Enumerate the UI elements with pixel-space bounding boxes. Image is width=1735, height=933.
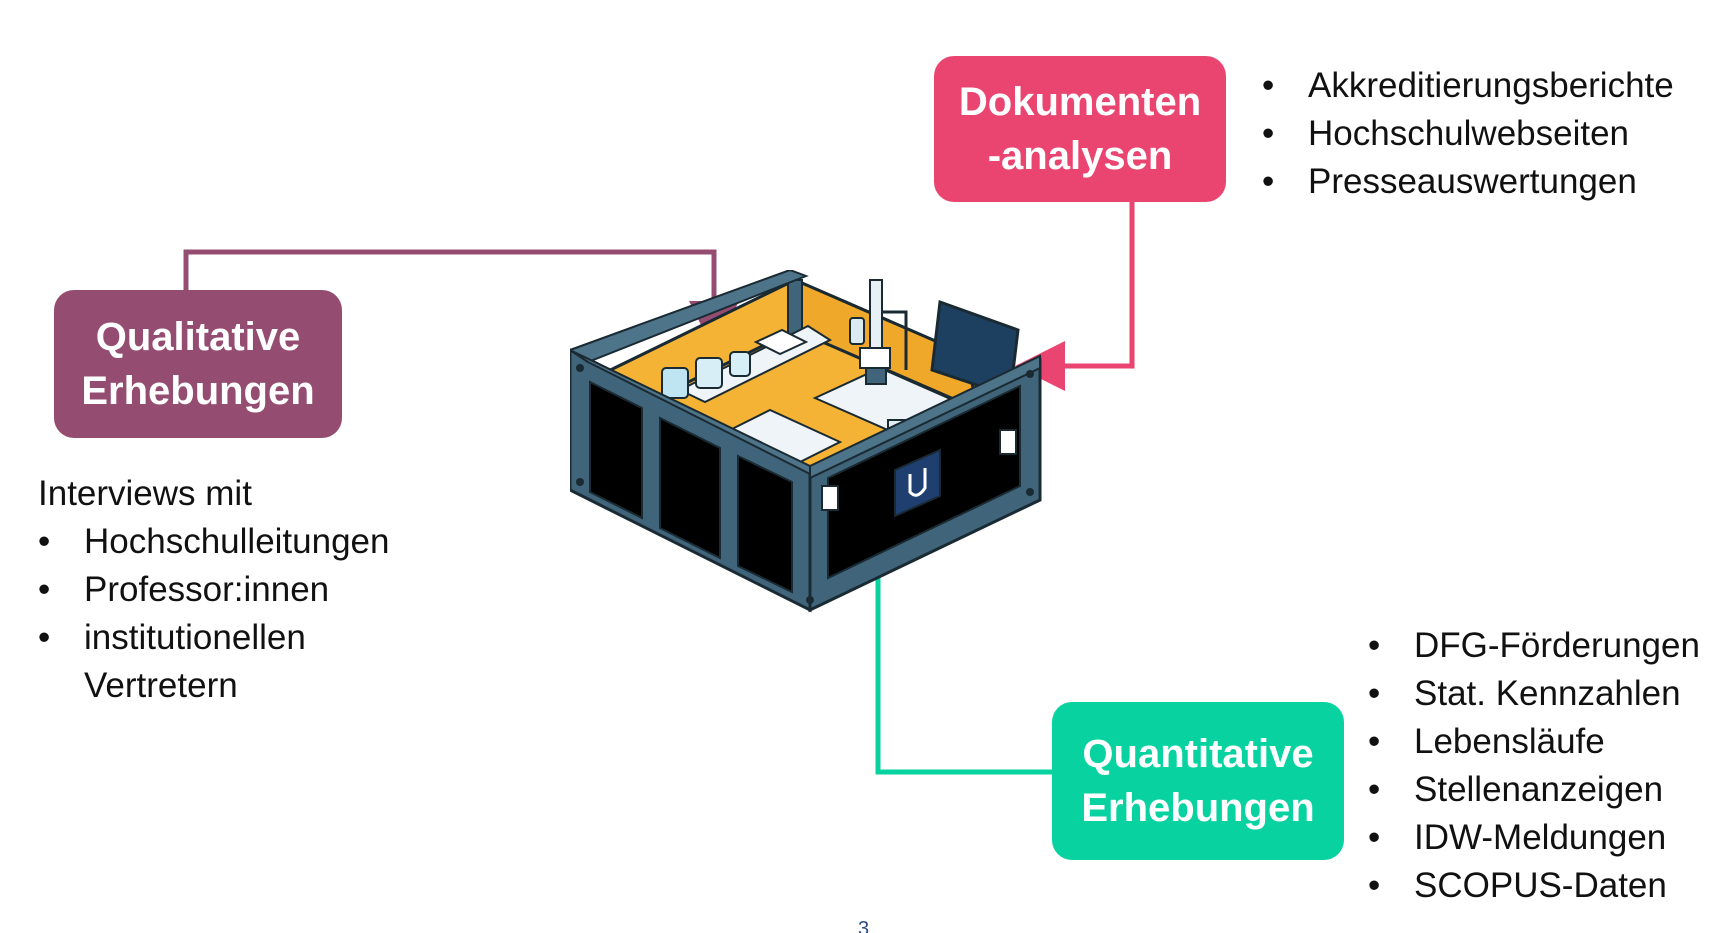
documents-title-line2: -analysen	[987, 134, 1173, 178]
list-item: SCOPUS-Daten	[1368, 862, 1728, 910]
quantitative-box: Quantitative Erhebungen	[1052, 702, 1344, 860]
list-item: Presseauswertungen	[1262, 158, 1722, 206]
documents-list: Akkreditierungsberichte Hochschulwebseit…	[1262, 62, 1722, 206]
qualitative-intro: Interviews mit	[38, 474, 252, 513]
list-item: Stat. Kennzahlen	[1368, 670, 1728, 718]
lab-crate-illustration	[570, 270, 1042, 613]
documents-connector	[1015, 202, 1135, 391]
documents-title-line1: Dokumenten	[958, 80, 1202, 124]
quantitative-title-line2: Erhebungen	[1081, 786, 1315, 830]
list-item: institutionellen Vertretern	[38, 614, 438, 710]
list-item: Hochschulleitungen	[38, 518, 438, 566]
documents-box: Dokumenten -analysen	[934, 56, 1226, 202]
list-item: Lebensläufe	[1368, 718, 1728, 766]
qualitative-connector	[183, 249, 739, 351]
qualitative-list: Hochschulleitungen Professor:innen insti…	[38, 518, 438, 710]
list-item: Stellenanzeigen	[1368, 766, 1728, 814]
quantitative-title-line1: Quantitative	[1082, 732, 1314, 776]
list-item: Akkreditierungsberichte	[1262, 62, 1722, 110]
list-item: Professor:innen	[38, 566, 438, 614]
list-item: DFG-Förderungen	[1368, 622, 1728, 670]
qualitative-title-line2: Erhebungen	[81, 369, 315, 413]
qualitative-details: Interviews mit Hochschulleitungen Profes…	[38, 470, 438, 710]
list-item: IDW-Meldungen	[1368, 814, 1728, 862]
page-number: 3	[858, 918, 870, 933]
qualitative-title-line1: Qualitative	[95, 315, 301, 359]
quantitative-list: DFG-Förderungen Stat. Kennzahlen Lebensl…	[1368, 622, 1728, 910]
list-item: Hochschulwebseiten	[1262, 110, 1722, 158]
qualitative-box: Qualitative Erhebungen	[54, 290, 342, 438]
